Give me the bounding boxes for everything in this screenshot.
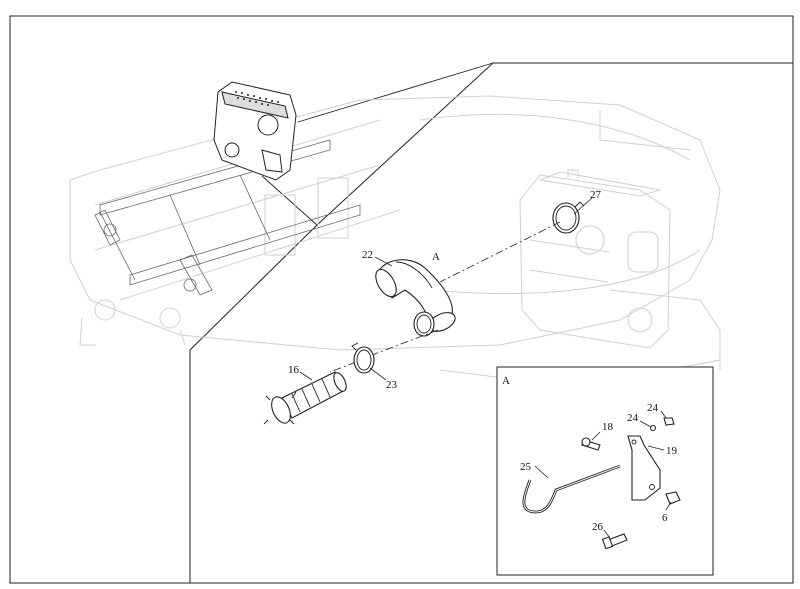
truck-chassis-ghost (69, 95, 721, 381)
gasket-ring (413, 311, 435, 337)
detail-leaders (534, 410, 672, 539)
chassis-frame-rails (94, 139, 361, 296)
flex-pipe-16 (263, 371, 347, 425)
nut-6 (665, 491, 681, 505)
bracket-19 (627, 435, 661, 501)
zoom-line-upper (297, 62, 494, 123)
part-label-22: 22 (362, 249, 373, 261)
part-label-16: 16 (288, 364, 300, 376)
zoom-line-lower (261, 175, 318, 226)
callout-letter-a: A (432, 251, 440, 263)
silencer-assembly-inset (213, 81, 297, 181)
drawing-frame (9, 15, 794, 584)
clamp-27 (552, 201, 585, 234)
washer-24 (649, 424, 657, 432)
band-clamp-23 (351, 342, 375, 374)
part-label-26: 26 (592, 521, 604, 533)
part-label-6: 6 (662, 512, 668, 524)
leader-27 (573, 197, 593, 215)
elbow-pipe-22 (375, 259, 456, 332)
part-label-18: 18 (602, 421, 614, 433)
part-label-27: 27 (590, 189, 602, 201)
detail-parts (522, 417, 681, 550)
part-label-24a: 24 (627, 412, 639, 424)
part-label-23: 23 (386, 379, 398, 391)
detail-view-title: A (502, 375, 510, 387)
leader-16 (299, 371, 313, 381)
assembly-centerline (329, 221, 561, 373)
nut-24 (663, 417, 675, 426)
silencer-ghost (519, 169, 671, 349)
leader-22 (374, 256, 393, 267)
part-label-24b: 24 (647, 402, 659, 414)
part-label-25: 25 (520, 461, 532, 473)
part-label-19: 19 (666, 445, 678, 457)
leader-23 (369, 367, 387, 381)
